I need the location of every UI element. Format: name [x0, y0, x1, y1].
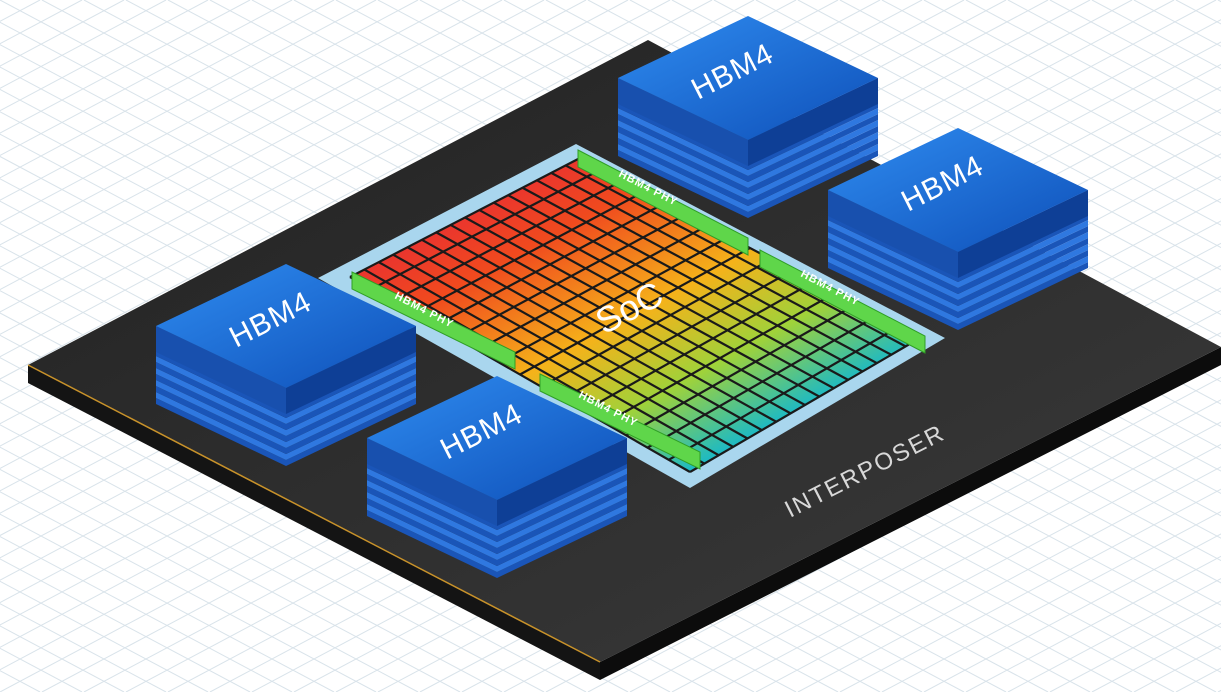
- interposer-edge: [27, 364, 601, 663]
- grid-line: [713, 421, 1221, 692]
- soc-grid-line: [561, 269, 794, 400]
- grid-line: [797, 466, 1221, 692]
- grid-line: [965, 555, 1221, 692]
- grid-line: [671, 399, 1221, 692]
- grid-line: [0, 0, 671, 358]
- grid-line: [0, 379, 587, 692]
- hbm-stack-left: HBM4: [156, 264, 416, 466]
- grid-line: [713, 0, 1221, 271]
- grid-line: [839, 0, 1221, 204]
- hbm-top-face: [367, 376, 627, 500]
- hbm-top-side-right: [748, 78, 878, 166]
- hbm-top-side-left: [828, 190, 958, 278]
- grid-line: [881, 0, 1221, 182]
- hbm-stack-right: HBM4: [828, 128, 1088, 330]
- soc-grid-line: [646, 314, 879, 449]
- hbm-top-side-right: [497, 438, 627, 526]
- grid-line: [0, 0, 419, 224]
- grid-line: [0, 0, 293, 157]
- grid-line: [755, 443, 1221, 692]
- grid-line: [0, 0, 377, 201]
- grid-line: [797, 0, 1221, 226]
- grid-line: [0, 0, 251, 134]
- soc-grid-line: [478, 209, 820, 398]
- soc-die: HBM4 PHY HBM4 PHY HBM4 PHY HBM4 PHY SoC: [318, 144, 945, 488]
- grid-line: [965, 0, 1221, 137]
- grid-line: [0, 0, 713, 380]
- grid-line: [587, 354, 1221, 692]
- soc-core: [350, 158, 920, 472]
- grid-line: [0, 0, 461, 246]
- soc-grid-line: [689, 337, 921, 473]
- soc-grid-line: [604, 292, 836, 425]
- soc-grid-line: [493, 201, 835, 390]
- grid-line: [0, 513, 335, 692]
- grid-line: [0, 491, 377, 692]
- grid-line: [839, 488, 1221, 692]
- hbm-top-face: [618, 16, 878, 140]
- grid-line: [629, 376, 1221, 692]
- hbm-top-side-left: [618, 78, 748, 166]
- grid-line: [0, 0, 335, 179]
- soc-grid-line: [521, 186, 864, 373]
- soc-grid-line: [550, 171, 892, 356]
- grid-line: [0, 0, 545, 291]
- grid-line: [0, 424, 503, 692]
- interposer-side-left: [28, 365, 600, 680]
- soc-grid-line: [540, 258, 772, 388]
- grid-line: [671, 0, 1221, 293]
- soc-grid-line: [507, 194, 849, 381]
- hbm-top-side-right: [958, 190, 1088, 278]
- soc-grid-line: [668, 325, 900, 461]
- grid-line: [0, 401, 545, 692]
- hbm-top-side-left: [367, 438, 497, 526]
- grid-line: [923, 533, 1221, 692]
- grid-line: [0, 446, 461, 692]
- soc-grid: [349, 157, 921, 473]
- grid-line: [923, 0, 1221, 159]
- grid-line: [0, 535, 293, 692]
- hbm-stack-bottom: HBM4: [367, 376, 627, 578]
- hbm-stack-top: HBM4: [618, 16, 878, 218]
- grid-line: [0, 558, 251, 692]
- soc-grid-line: [583, 280, 815, 413]
- grid-line: [0, 468, 419, 692]
- grid-line: [0, 0, 629, 335]
- hbm-top-side-left: [156, 326, 286, 414]
- soc-grid-line: [565, 164, 907, 348]
- grid-line: [0, 0, 503, 268]
- hbm-top-face: [828, 128, 1088, 252]
- grid-line: [755, 0, 1221, 249]
- interposer-side-right: [600, 347, 1221, 680]
- soc-grid-line: [519, 247, 751, 376]
- soc-grid-line: [625, 303, 857, 437]
- soc-grid-line: [536, 179, 878, 365]
- grid-line: [0, 0, 587, 313]
- hbm-top-face: [156, 264, 416, 388]
- hbm-top-side-right: [286, 326, 416, 414]
- grid-line: [881, 510, 1221, 692]
